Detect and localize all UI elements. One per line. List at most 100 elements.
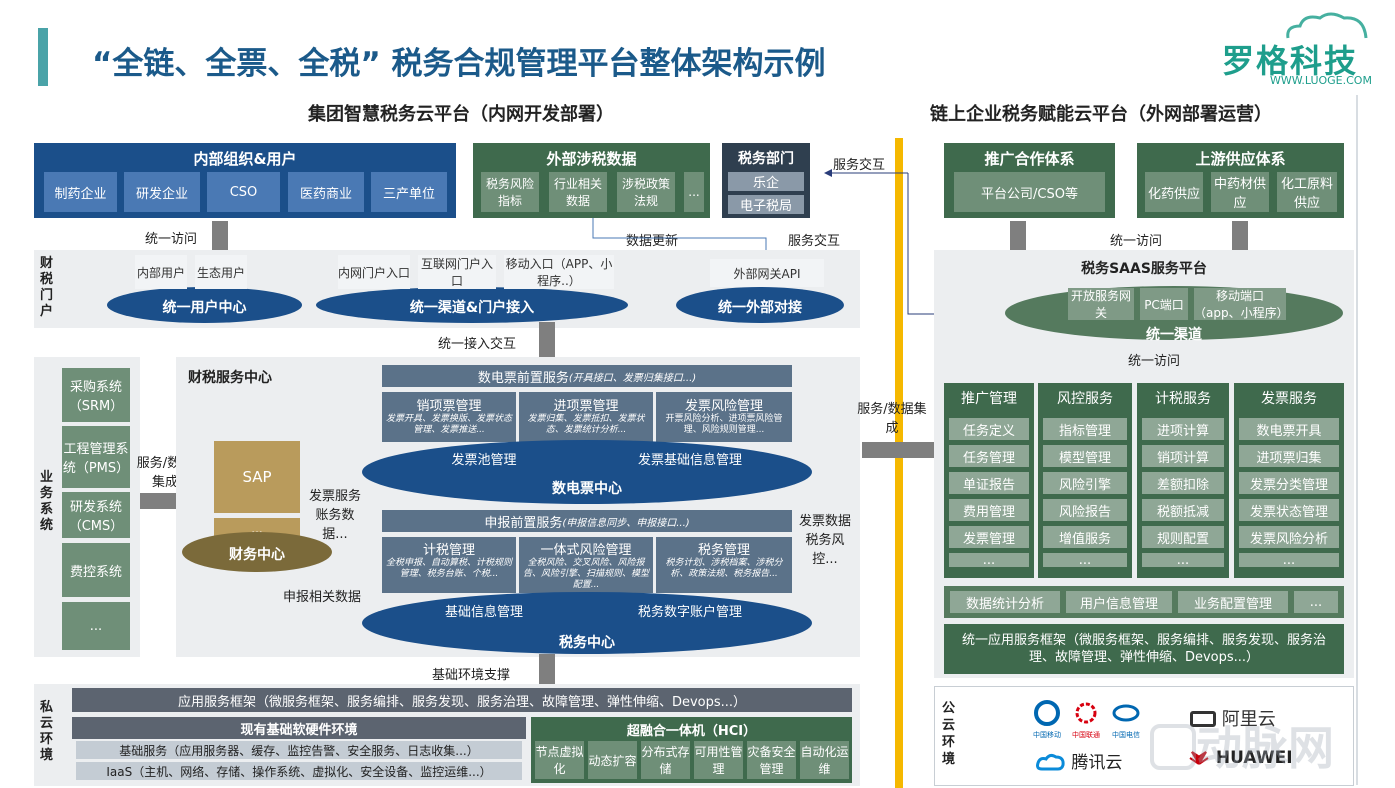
external-label: 统一外部对接 [718,300,802,316]
aliyun-icon [1190,711,1216,727]
saas-service-item[interactable]: 风险报告 [1043,499,1127,521]
business-system[interactable]: 费控系统 [62,543,130,597]
sales-sub: 发票开具、发票换版、发票状态管理、发票推送... [386,414,513,435]
declare-front[interactable]: 申报前置服务(申报信息同步、申报接口...) [382,510,792,532]
saas-service-item[interactable]: 任务定义 [949,418,1029,440]
sales-box[interactable]: 销项票管理 发票开具、发票换版、发票状态管理、发票推送... [382,392,516,442]
fin-center-label: 财务中心 [229,547,285,563]
org-item[interactable]: 三产单位 [371,172,447,212]
left-header: 集团智慧税务云平台（内网开发部署） [308,104,614,125]
digital-label[interactable]: 税务数字账户管理 [637,605,742,620]
hw-row-1[interactable]: 基础服务（应用服务器、缓存、监控告警、安全服务、日志收集...） [76,741,522,759]
saas-service-item[interactable]: ... [949,553,1029,568]
business-system[interactable]: 采购系统（SRM） [62,368,130,422]
internet-entry[interactable]: 互联网门户入口 [418,255,496,289]
saas-service-item[interactable]: 差额扣除 [1142,472,1224,494]
invoice-service-label: 发票服务账务数据... [308,489,361,542]
org-item[interactable]: 医药商业 [288,172,364,212]
vertical-arrow [539,322,555,360]
promo-title: 推广合作体系 [984,150,1075,168]
einv-front[interactable]: 数电票前置服务(开具接口、发票归集接口...) [382,365,792,387]
saas-service-item[interactable]: ... [1043,553,1127,568]
intranet-entry[interactable]: 内网门户入口 [338,255,410,289]
business-system[interactable]: ... [62,602,130,650]
bottom-item[interactable]: 业务配置管理 [1178,591,1288,613]
saas-service-item[interactable]: 指标管理 [1043,418,1127,440]
inner-user[interactable]: 内部用户 [135,255,187,289]
open-gw[interactable]: 开放服务网关 [1068,288,1134,320]
ext-item[interactable]: 行业相关数据 [549,172,607,212]
hci-item[interactable]: 可用性管理 [694,741,743,779]
bottom-item[interactable]: 数据统计分析 [950,591,1060,613]
right-framework[interactable]: 统一应用服务框架（微服务框架、服务编排、服务发现、服务治理、故障管理、弹性伸缩、… [944,624,1344,674]
hci-item[interactable]: 分布式存储 [641,741,690,779]
private-framework[interactable]: 应用服务框架（微服务框架、服务编排、服务发现、服务治理、故障管理、弹性伸缩、De… [72,688,852,712]
saas-service-item[interactable]: 风险引擎 [1043,472,1127,494]
ext-item[interactable]: 税务风险指标 [481,172,539,212]
saas-service-item[interactable]: 发票管理 [949,526,1029,548]
saas-service-item[interactable]: 任务管理 [949,445,1029,467]
vertical-arrow [212,221,228,253]
provider-china-telecom: 中国电信 [1108,700,1144,740]
risk-box[interactable]: 发票风险管理 开票风险分析、进项票风险管理、风险规则管理... [656,392,792,442]
bottom-item[interactable]: ... [1294,591,1338,613]
hci-item[interactable]: 动态扩容 [588,741,637,779]
saas-service-item[interactable]: 增值服务 [1043,526,1127,548]
irisk-title: 一体式风险管理 [540,543,632,558]
business-system[interactable]: 工程管理系统（PMS） [62,426,130,488]
saas-service-item[interactable]: 费用管理 [949,499,1029,521]
eco-user[interactable]: 生态用户 [195,255,247,289]
mobile-entry[interactable]: 移动入口（APP、小程序..） [504,255,614,289]
saas-service-item[interactable]: 发票分类管理 [1239,472,1339,494]
public-panel [934,686,1354,786]
taxmgmt-box[interactable]: 税务管理 税务计划、涉税档案、涉税分析、政策法规、税务报告... [656,537,792,593]
hw-row-2[interactable]: IaaS（主机、网络、存储、操作系统、虚拟化、安全设备、监控运维...） [76,762,522,780]
gateway-entry[interactable]: 外部网关API [710,259,824,287]
saas-service-item[interactable]: ... [1239,553,1339,568]
hci-item[interactable]: 节点虚拟化 [535,741,584,779]
org-item[interactable]: 制药企业 [44,172,117,212]
saas-service-item[interactable]: 进项计算 [1142,418,1224,440]
business-system[interactable]: 研发系统（CMS） [62,492,130,538]
pc-port[interactable]: PC端口 [1140,288,1188,320]
saas-service-item[interactable]: 进项票归集 [1239,445,1339,467]
risk-sub: 开票风险分析、进项票风险管理、风险规则管理... [665,414,783,435]
saas-service-item[interactable]: 销项计算 [1142,445,1224,467]
upstream-item[interactable]: 中药材供应 [1211,172,1269,212]
upstream-item[interactable]: 化药供应 [1145,172,1203,212]
tax-dept-item[interactable]: 电子税局 [728,195,804,214]
input-box[interactable]: 进项票管理 发票归集、发票抵扣、发票状态、发票统计分析... [519,392,653,442]
sap-box[interactable]: SAP [214,441,300,513]
basic-info-label[interactable]: 发票基础信息管理 [637,453,742,468]
saas-service-item[interactable]: ... [1142,553,1224,568]
pool-label[interactable]: 发票池管理 [451,453,517,468]
unified-access-label: 统一访问 [145,232,198,247]
saas-service-item[interactable]: 模型管理 [1043,445,1127,467]
tax-center-ellipse [362,592,812,654]
binfo-label[interactable]: 基础信息管理 [444,605,523,620]
bottom-item[interactable]: 用户信息管理 [1066,591,1172,613]
saas-service-item[interactable]: 规则配置 [1142,526,1224,548]
user-center-label: 统一用户中心 [162,300,247,316]
org-item[interactable]: CSO [207,172,280,212]
saas-service-item[interactable]: 发票风险分析 [1239,526,1339,548]
irisk-box[interactable]: 一体式风险管理 全税风险、交叉风险、风险报告、风险引擎、扫描规则、模型配置... [519,537,653,593]
saas-service-item[interactable]: 数电票开具 [1239,418,1339,440]
saas-service-item[interactable]: 发票状态管理 [1239,499,1339,521]
mobile-port[interactable]: 移动端口（app、小程序） [1194,288,1289,320]
hci-item[interactable]: 自动化运维 [800,741,849,779]
upstream-item[interactable]: 化工原料供应 [1277,172,1337,212]
saas-service-item[interactable]: 税额抵减 [1142,499,1224,521]
fin-center-ellipse [182,532,332,572]
taxm-box[interactable]: 计税管理 全税申报、自动算税、计税规则管理、税务台账、个税... [382,537,516,593]
promo-item[interactable]: 平台公司/CSO等 [954,172,1105,212]
org-item[interactable]: 研发企业 [124,172,200,212]
hci-item[interactable]: 灾备安全管理 [747,741,796,779]
tax-dept-item[interactable]: 乐企 [728,172,804,191]
provider-tencent: 腾讯云 [1036,748,1122,773]
user-center-ellipse [107,287,302,323]
unified-access-interact-label: 统一接入交互 [438,337,517,352]
saas-service-item[interactable]: 单证报告 [949,472,1029,494]
ext-item[interactable]: 涉税政策法规 [617,172,675,212]
ext-item[interactable]: ... [684,172,704,212]
